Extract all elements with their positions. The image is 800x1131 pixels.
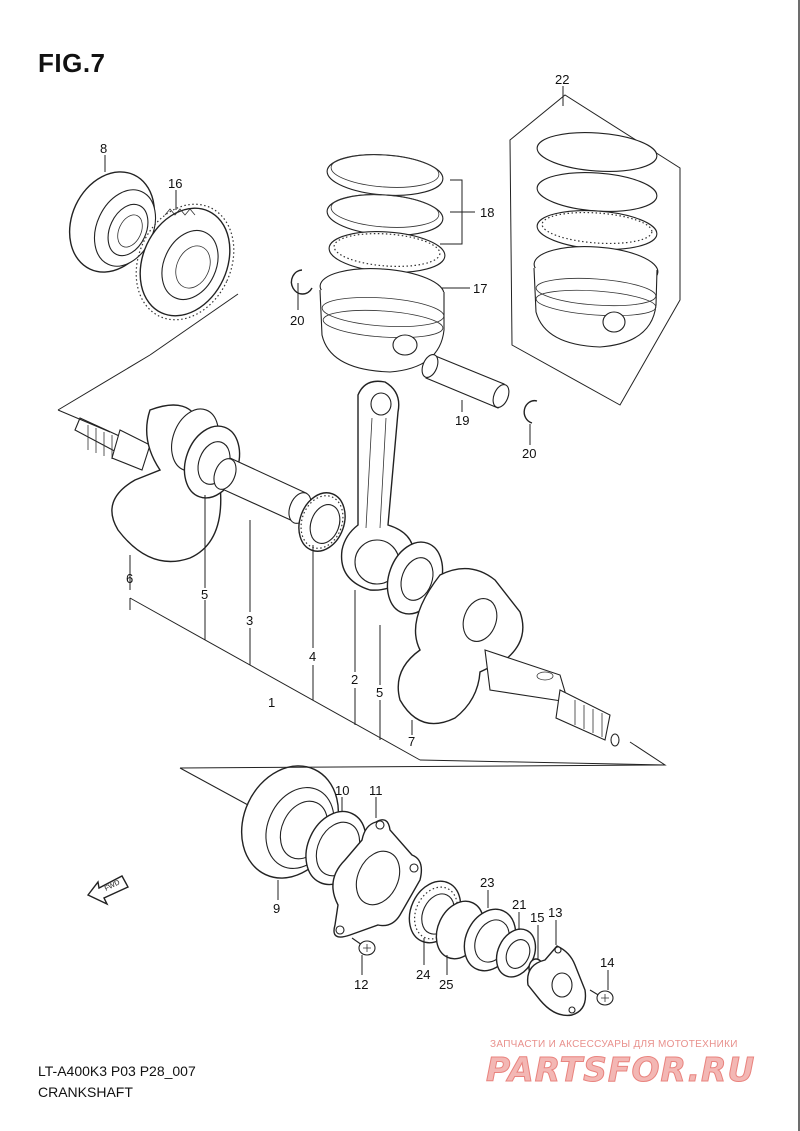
- callout-labels: 8 16 22 18 17 20 19 20 6 5 3 4 2 5 1 7 1…: [100, 72, 614, 992]
- part-18-piston-rings: [326, 154, 446, 273]
- figure-title: FIG.7: [38, 48, 106, 78]
- part-8-bearing: [68, 171, 157, 273]
- callout-25: 25: [439, 977, 453, 992]
- part-3-crank-pin: [213, 457, 312, 524]
- callout-15: 15: [530, 910, 544, 925]
- callout-14: 14: [600, 955, 614, 970]
- callout-3: 3: [246, 613, 253, 628]
- callout-7: 7: [408, 734, 415, 749]
- part-2-connecting-rod: [340, 380, 415, 591]
- part-20-circlip-lower: [523, 399, 538, 424]
- callout-12: 12: [354, 977, 368, 992]
- callout-4: 4: [309, 649, 316, 664]
- part-11-bearing-retainer: [332, 819, 423, 938]
- callout-11: 11: [369, 783, 383, 798]
- part-16-primary-gear: [135, 203, 235, 321]
- part-12-screw: [351, 937, 376, 956]
- callout-20-lower: 20: [522, 446, 536, 461]
- part-14-screw: [589, 989, 614, 1006]
- callout-18: 18: [480, 205, 494, 220]
- fwd-arrow-icon: [86, 875, 129, 906]
- callout-17: 17: [473, 281, 487, 296]
- callout-23: 23: [480, 875, 494, 890]
- watermark-brand: PARTSFOR.RU: [485, 1050, 756, 1090]
- callout-20-upper: 20: [290, 313, 304, 328]
- callout-16: 16: [168, 176, 182, 191]
- callout-5-upper: 5: [201, 587, 208, 602]
- callout-6: 6: [126, 571, 133, 586]
- callout-22: 22: [555, 72, 569, 87]
- callout-2: 2: [351, 672, 358, 687]
- part-13-plate: [526, 945, 587, 1017]
- callout-8: 8: [100, 141, 107, 156]
- part-7-crank-right: [397, 567, 620, 747]
- part-22-piston-set: [509, 94, 681, 406]
- leader-lines: [57, 86, 667, 990]
- part-19-piston-pin: [421, 354, 510, 409]
- callout-9: 9: [273, 901, 280, 916]
- callout-5-lower: 5: [376, 685, 383, 700]
- callout-19: 19: [455, 413, 469, 428]
- part-20-circlip-upper: [290, 269, 313, 295]
- section-name: CRANKSHAFT: [38, 1084, 133, 1100]
- callout-21: 21: [512, 897, 526, 912]
- part-17-piston: [319, 268, 445, 373]
- callout-10: 10: [335, 783, 349, 798]
- watermark-tagline: ЗАПЧАСТИ И АКСЕССУАРЫ ДЛЯ МОТОТЕХНИКИ: [490, 1039, 738, 1050]
- part-4-needle-bearing: [298, 492, 346, 552]
- callout-1: 1: [268, 695, 275, 710]
- callout-24: 24: [416, 967, 430, 982]
- callout-13: 13: [548, 905, 562, 920]
- model-code: LT-A400K3 P03 P28_007: [38, 1063, 196, 1079]
